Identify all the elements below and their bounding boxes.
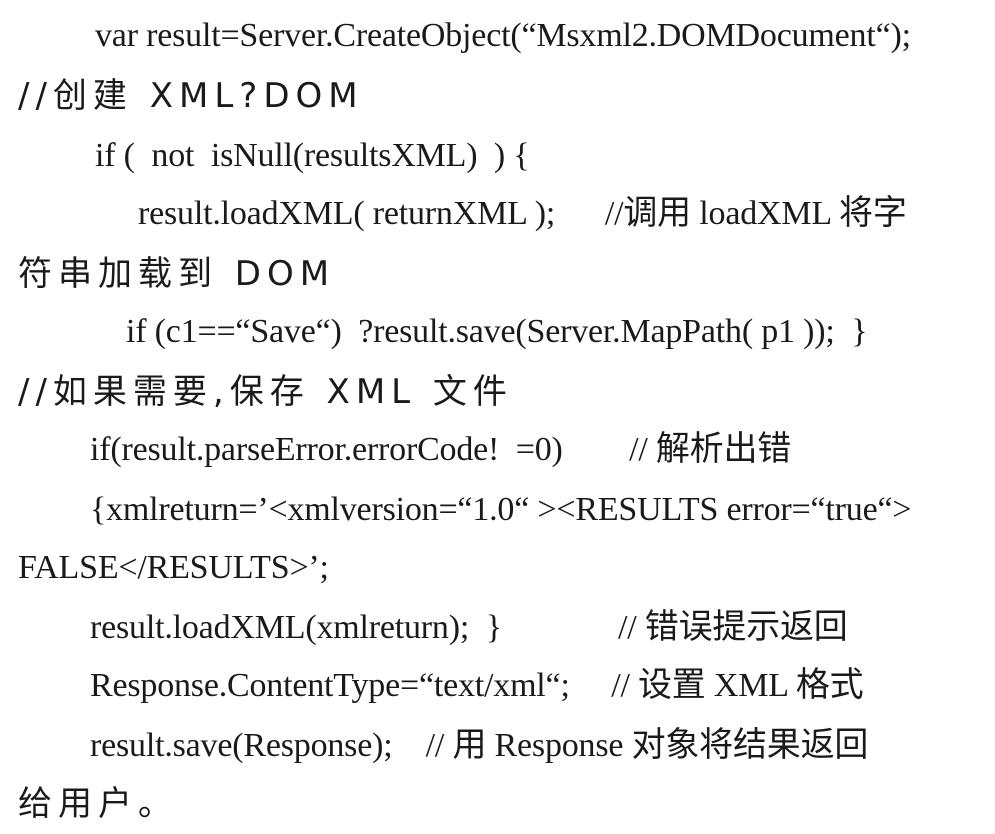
code-line-7: //如果需要,保存 XML 文件 — [18, 372, 513, 412]
code-line-13: result.save(Response); // 用 Response 对象将… — [90, 727, 869, 764]
code-line-8: if(result.parseError.errorCode! =0) // 解… — [90, 431, 792, 468]
code-line-5: 符串加载到 DOM — [18, 254, 336, 294]
code-line-14: 给用户。 — [18, 784, 178, 824]
code-line-9: {xmlreturn=’<xmlversion=“1.0“ ><RESULTS … — [90, 491, 912, 528]
code-line-4: result.loadXML( returnXML ); //调用 loadXM… — [138, 195, 907, 232]
code-line-3: if ( not isNull(resultsXML) ) { — [95, 137, 530, 174]
code-line-1: var result=Server.CreateObject(“Msxml2.D… — [95, 17, 911, 54]
code-line-10: FALSE</RESULTS>’; — [18, 549, 329, 586]
code-line-6: if (c1==“Save“) ?result.save(Server.MapP… — [126, 313, 868, 350]
code-line-12: Response.ContentType=“text/xml“; // 设置 X… — [90, 667, 864, 704]
code-line-11: result.loadXML(xmlreturn); } // 错误提示返回 — [90, 609, 848, 646]
code-line-2: //创建 XML?DOM — [18, 76, 364, 116]
